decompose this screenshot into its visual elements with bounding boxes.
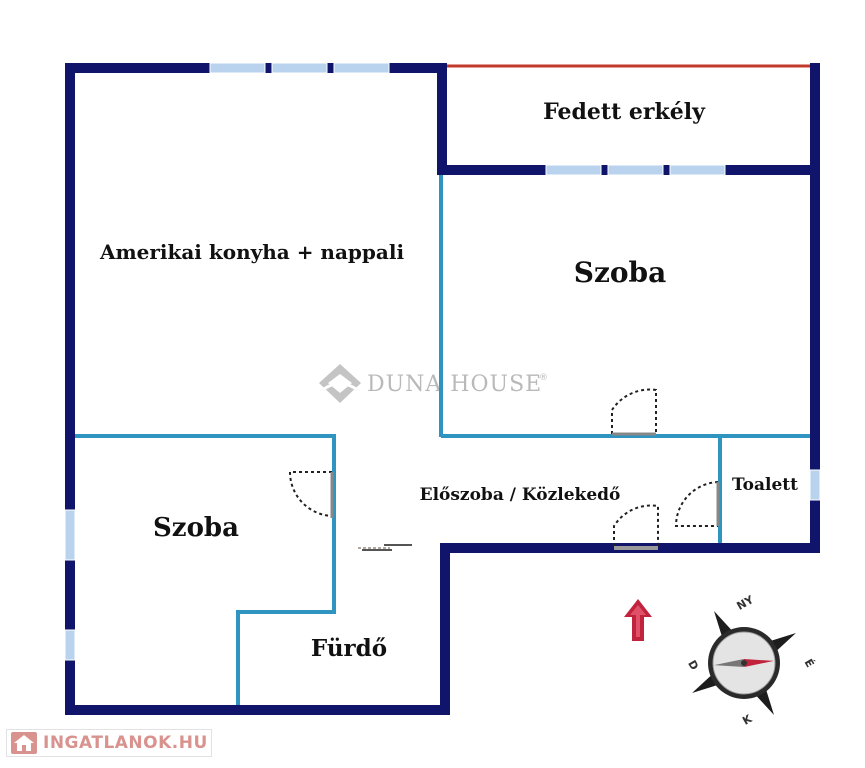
compass-label-west: D: [685, 658, 701, 672]
site-badge-text: INGATLANOK.HU: [43, 733, 208, 753]
compass-label-north: NY: [735, 593, 757, 613]
door-bedroom-left: [288, 471, 334, 518]
house-logo-icon: [11, 732, 37, 754]
window-balcony-2: [607, 164, 664, 176]
room-label-hallway: Előszoba / Közlekedő: [420, 485, 621, 505]
compass-rose-icon: [692, 611, 796, 715]
window-top-2: [271, 62, 328, 74]
room-label-kitchen-living: Amerikai konyha + nappali: [99, 240, 404, 264]
inner-walls: [70, 175, 812, 708]
door-entrance: [613, 504, 659, 550]
window-balcony-3: [669, 164, 726, 176]
window-left-2: [64, 629, 76, 661]
doors: [288, 388, 720, 551]
window-left-1: [64, 509, 76, 561]
duna-house-logo-icon: [319, 364, 361, 403]
watermark-brand: DUNA HOUSE: [367, 372, 542, 397]
window-top-3: [333, 62, 390, 74]
compass-label-east: É: [802, 657, 817, 670]
windows: [64, 62, 821, 661]
watermark-registered-mark: ®: [539, 373, 548, 383]
window-balcony-1: [545, 164, 602, 176]
door-bedroom-right: [611, 388, 657, 436]
sliding-door-bathroom: [358, 544, 412, 551]
site-badge: INGATLANOK.HU: [6, 729, 212, 757]
room-label-bedroom-right: Szoba: [574, 256, 667, 289]
room-label-covered-balcony: Fedett erkély: [543, 99, 706, 125]
watermark: DUNA HOUSE ®: [319, 364, 548, 403]
compass-needle: [714, 659, 774, 667]
entrance-arrow-icon: [624, 599, 652, 641]
door-toilet: [674, 481, 720, 527]
room-label-bedroom-left: Szoba: [153, 513, 239, 543]
compass-label-south: K: [740, 712, 754, 728]
room-label-bathroom: Fürdő: [311, 635, 387, 662]
room-label-toilet: Toalett: [732, 475, 798, 495]
window-toilet: [809, 469, 821, 501]
window-top-1: [209, 62, 266, 74]
